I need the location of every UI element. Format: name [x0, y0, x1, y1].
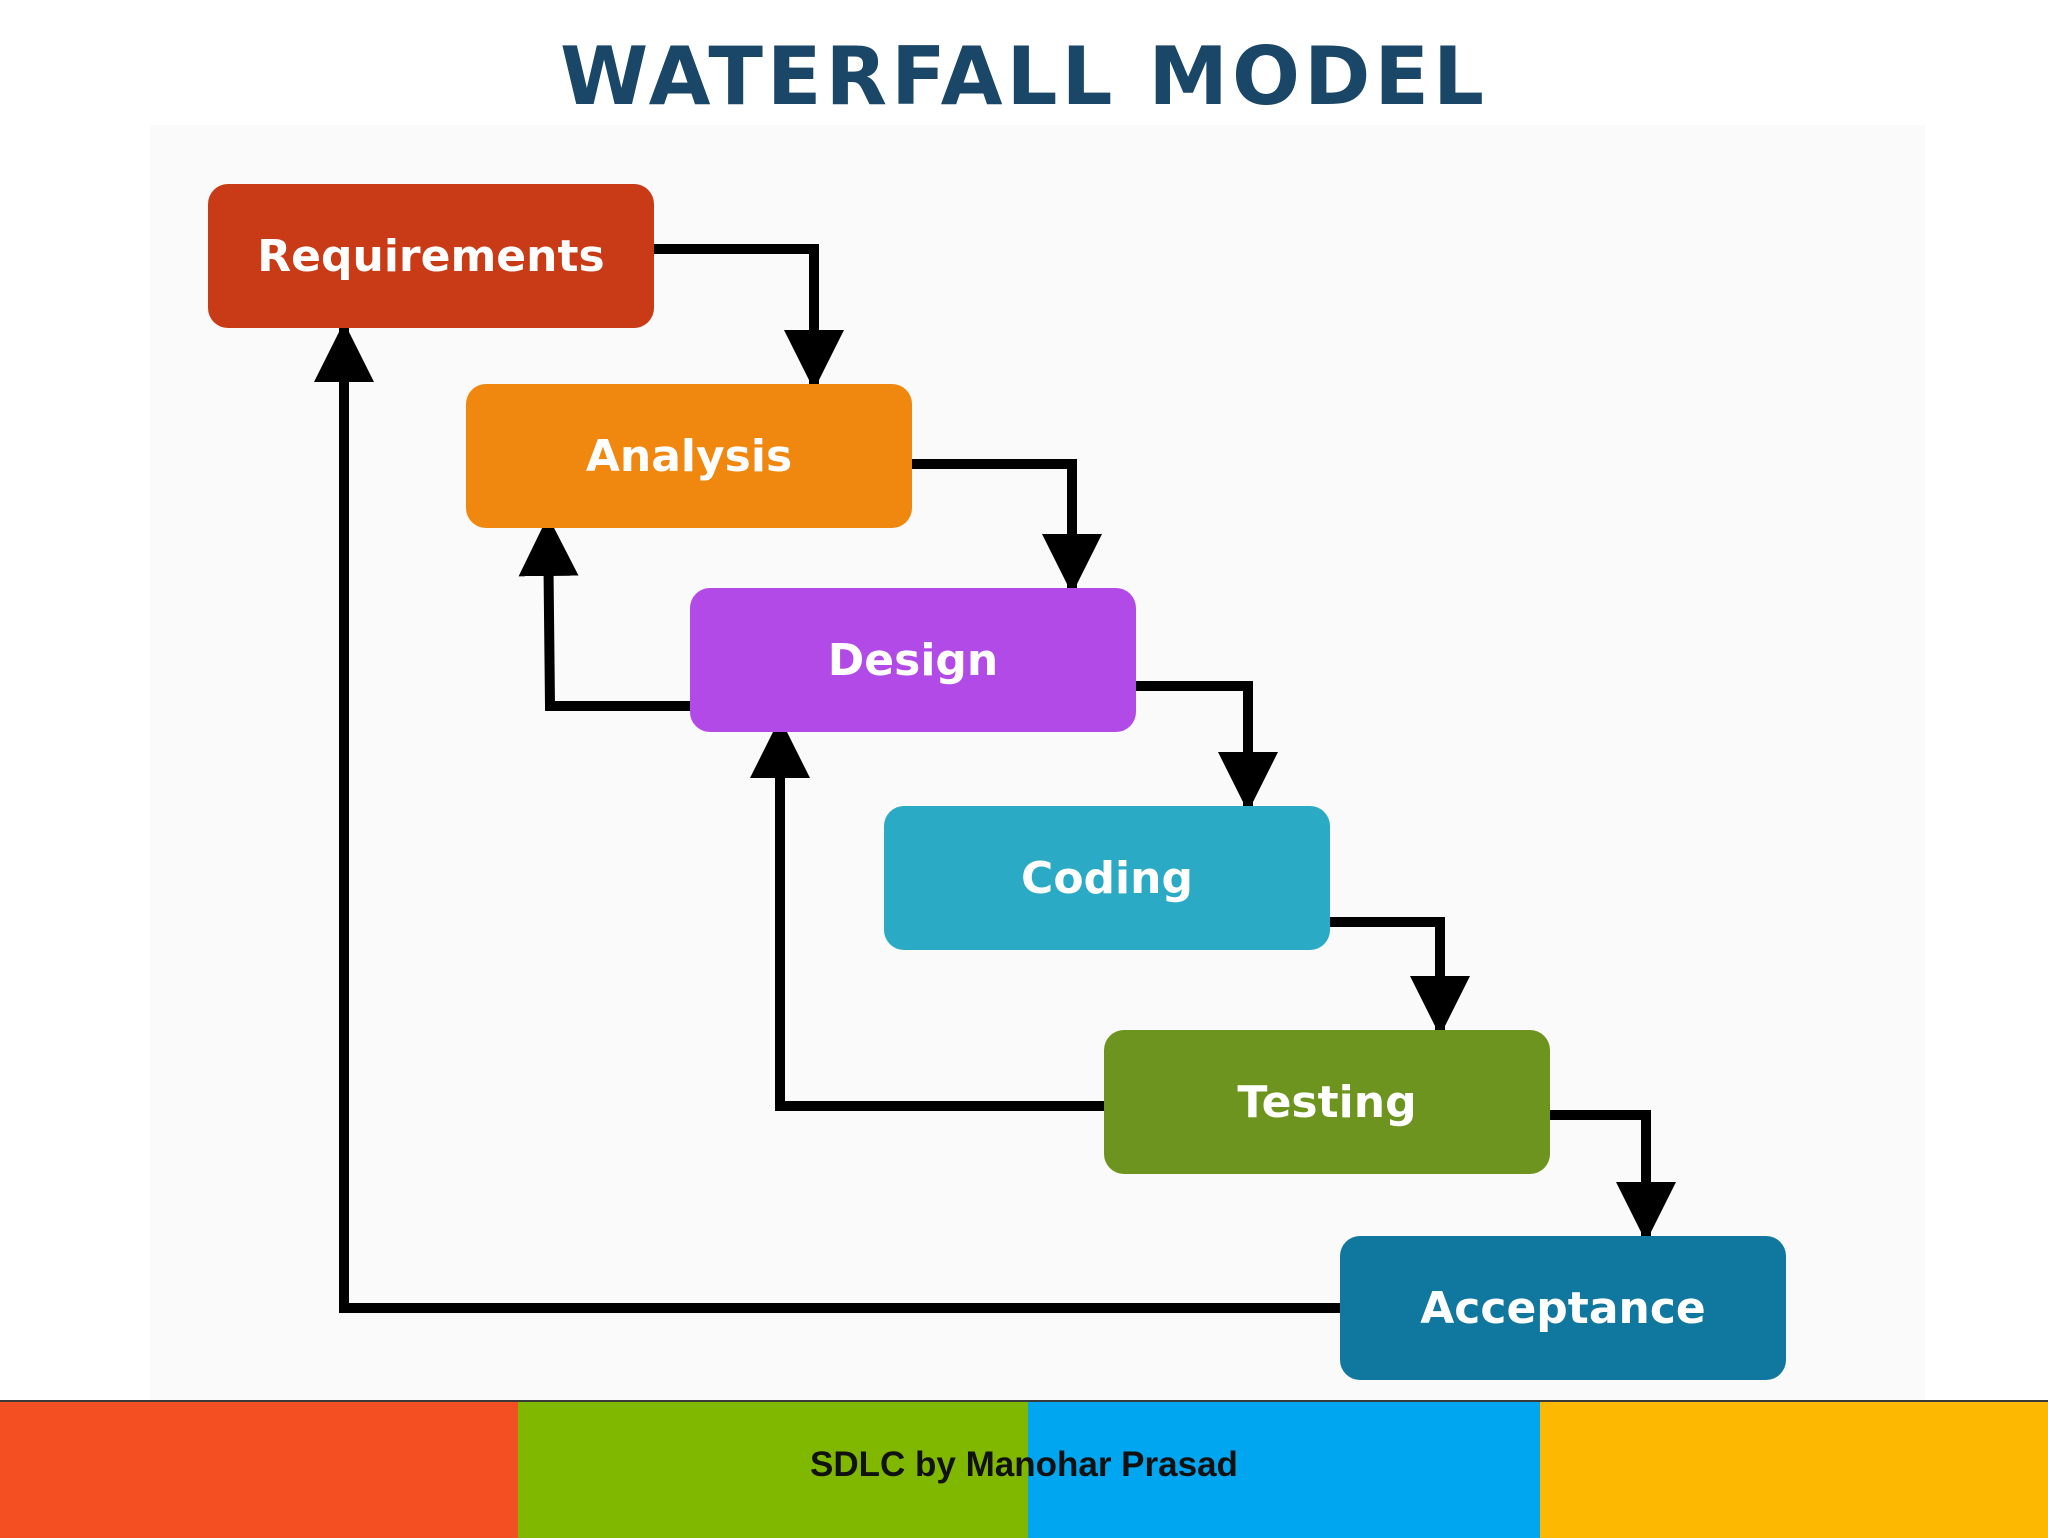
- coding-box: Coding: [884, 806, 1330, 950]
- footer-band-yellow: [1540, 1402, 2048, 1538]
- arrow-testing-to-acceptance: [1550, 1110, 1676, 1242]
- footer-credit: SDLC by Manohar Prasad: [810, 1445, 1238, 1484]
- arrow-requirements-to-analysis: [654, 244, 844, 390]
- arrow-design-to-coding: [1136, 681, 1278, 812]
- design-box: Design: [690, 588, 1136, 732]
- footer-bar: SDLC by Manohar Prasad: [0, 1400, 2048, 1538]
- footer-band-green: [518, 1402, 1028, 1538]
- arrow-analysis-to-design: [912, 459, 1102, 594]
- footer-band-blue: [1028, 1402, 1540, 1538]
- arrow-acceptance-to-requirements: [314, 322, 1340, 1313]
- requirements-label: Requirements: [257, 230, 605, 282]
- acceptance-label: Acceptance: [1420, 1282, 1706, 1334]
- coding-label: Coding: [1021, 852, 1193, 904]
- diagram-title: WATERFALL MODEL: [559, 30, 1488, 123]
- arrow-coding-to-testing: [1330, 917, 1470, 1036]
- acceptance-box: Acceptance: [1340, 1236, 1786, 1380]
- testing-label: Testing: [1237, 1076, 1417, 1128]
- analysis-label: Analysis: [585, 430, 793, 482]
- analysis-box: Analysis: [466, 384, 912, 528]
- design-label: Design: [827, 634, 999, 686]
- requirements-box: Requirements: [208, 184, 654, 328]
- testing-box: Testing: [1104, 1030, 1550, 1174]
- footer-band-red: [0, 1402, 518, 1538]
- arrow-design-to-analysis: [518, 516, 690, 711]
- arrow-testing-to-design: [750, 718, 1104, 1111]
